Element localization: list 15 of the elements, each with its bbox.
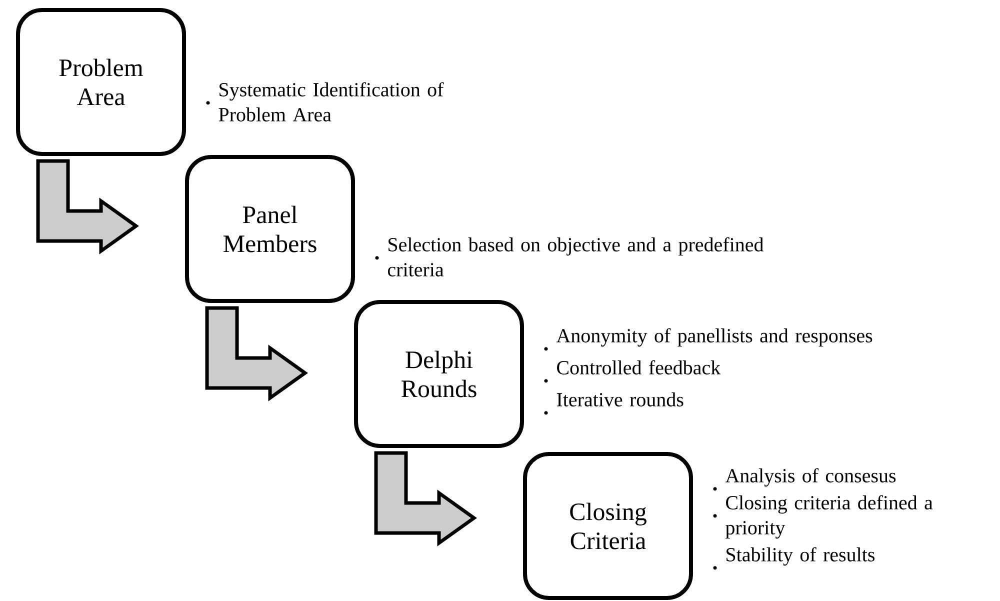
list-item: Iterative rounds [544, 392, 684, 415]
bent-arrow [374, 451, 478, 546]
list-item: Anonymity of panellists and responses [544, 328, 872, 351]
list-item: Selection based on objective and a predefined criteria [375, 237, 764, 276]
step-box: Closing Criteria [523, 452, 693, 600]
bent-arrow [36, 159, 140, 254]
list-item: Systematic Identification of Problem Area [206, 82, 444, 122]
list-item: Controlled feedback [544, 360, 721, 383]
step-box: Delphi Rounds [354, 300, 524, 448]
step-box: Problem Area [16, 8, 186, 156]
list-item: Closing criteria defined a priority [713, 495, 933, 539]
bent-arrow [205, 306, 308, 402]
list-item: Stability of results [713, 547, 874, 570]
step-box: Panel Members [185, 155, 355, 303]
list-item: Analysis of consesus [713, 468, 896, 491]
